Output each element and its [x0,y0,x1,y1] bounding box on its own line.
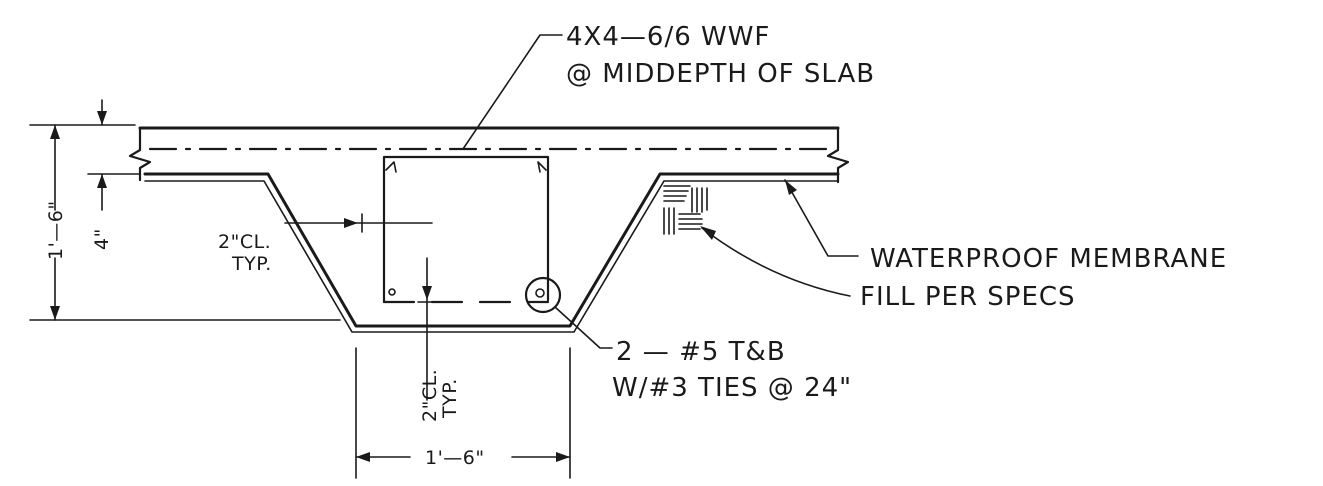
rebar-leader [554,306,613,349]
total-depth-dimension [29,124,341,321]
side-cover-label-line2: TYP. [231,253,272,275]
slab-depth-dimension [87,99,141,211]
wwf-label-line1: 4X4—6/6 WWF [566,22,770,52]
stirrup-tie [382,155,550,304]
side-cover-label-line1: 2"CL. [218,231,271,253]
waterproof-label: WATERPROOF MEMBRANE [870,244,1227,274]
slab-right-break [826,126,850,184]
wwf-label-line2: @ MIDDEPTH OF SLAB [566,59,875,89]
side-cover-dimension [284,213,433,233]
bottom-cover-label-line1: 2"CL. [419,369,441,422]
fill-arrow [700,226,716,240]
beam-width-label: 1'—6" [425,447,485,469]
slab-beam-profile-membrane [144,180,839,333]
rebar-callout-circle [524,276,562,314]
rebar-bottom-right [535,288,545,298]
slab-beam-profile-outer [143,172,840,328]
wwf-leader [462,34,563,150]
rebar-label-line1: 2 — #5 T&B [616,337,786,367]
slab-left-break [128,126,152,182]
slab-depth-label: 4" [91,228,113,250]
fill-leader [701,227,851,297]
fill-label: FILL PER SPECS [860,282,1076,312]
fill-hatch [663,185,708,235]
bottom-cover-label-line2: TYP. [439,378,461,419]
waterproof-arrow [785,180,797,195]
tie-hook-top-left [385,161,397,173]
waterproof-leader [784,179,859,257]
rebar-label-line2: W/#3 TIES @ 24" [612,373,852,403]
total-depth-label: 1'—6" [45,200,67,260]
tie-hook-top-right [537,161,547,173]
beam-width-dimension [355,347,571,479]
bottom-cover-dimension [417,257,437,401]
rebar-bottom-left [388,288,396,296]
